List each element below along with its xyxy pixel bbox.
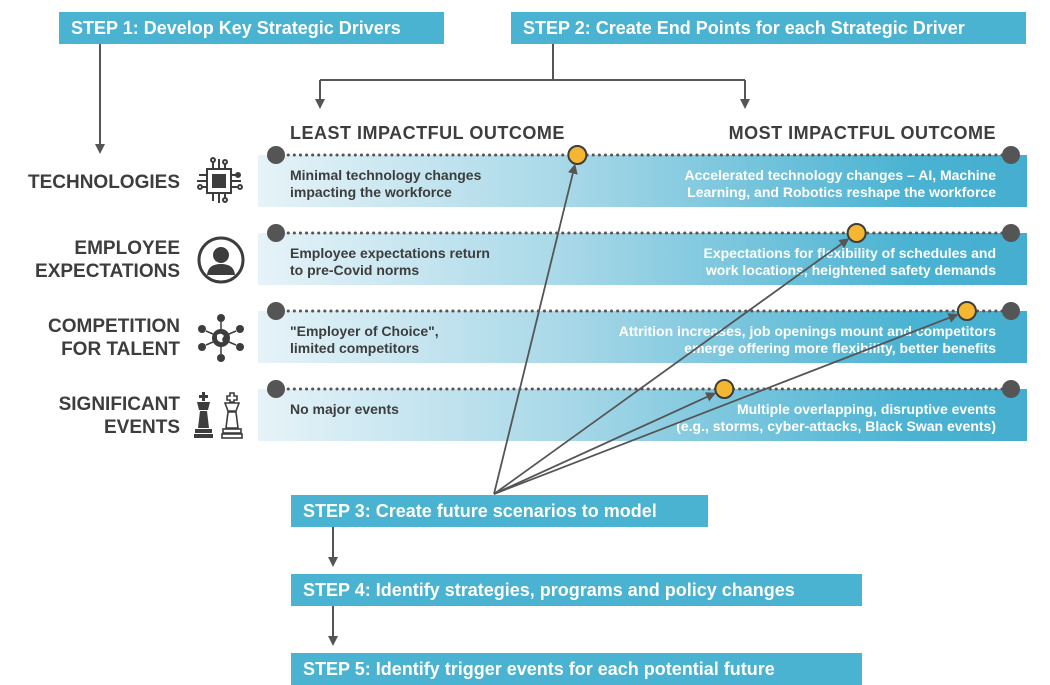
scenario-marker [714,379,735,399]
most-text-competition: Attrition increases, job openings mount … [618,323,996,356]
step-4-label: STEP 4: Identify strategies, programs an… [303,579,795,600]
globe-network-icon [198,314,244,362]
step-1-label: STEP 1: Develop Key Strategic Drivers [71,17,401,38]
most-text-employee-expectations: Expectations for flexibility of schedule… [703,245,996,278]
scale-start-dot [267,146,285,164]
driver-label-employee-expectations: EMPLOYEE EXPECTATIONS [35,238,180,282]
scale-start-dot [267,380,285,398]
driver-band-employee-expectations [258,233,1027,285]
person-icon [197,236,245,284]
driver-band-events [258,389,1027,441]
step-2-label: STEP 2: Create End Points for each Strat… [523,17,965,38]
least-text-events: No major events [290,401,399,417]
scenario-marker [567,145,588,165]
least-text-competition: "Employer of Choice",limited competitors [290,323,439,356]
step-1-box: STEP 1: Develop Key Strategic Drivers [59,12,444,44]
chip-icon [197,157,243,203]
step-3-label: STEP 3: Create future scenarios to model [303,500,657,521]
most-text-events: Multiple overlapping, disruptive events(… [676,401,996,434]
scale-start-dot [267,224,285,242]
step-2-box: STEP 2: Create End Points for each Strat… [511,12,1026,44]
step-5-label: STEP 5: Identify trigger events for each… [303,658,775,679]
scenario-arrow [493,163,578,495]
step2-bracket [320,44,745,81]
most-impactful-header: MOST IMPACTFUL OUTCOME [728,123,996,143]
step-3-box: STEP 3: Create future scenarios to model [291,495,708,527]
driver-band-technologies [258,155,1027,207]
scale-end-dot [1002,380,1020,398]
scenario-arrow [493,392,717,495]
scenario-arrow [493,238,850,495]
driver-label-competition: COMPETITION FOR TALENT [48,316,180,360]
scenario-arrow [493,313,959,495]
chess-pieces-icon [194,392,243,439]
scale-end-dot [1002,302,1020,320]
scenario-marker [846,223,867,243]
least-impactful-header: LEAST IMPACTFUL OUTCOME [290,123,565,143]
scale-start-dot [267,302,285,320]
driver-label-events: SIGNIFICANT EVENTS [58,394,180,438]
driver-label-technologies: TECHNOLOGIES [27,172,180,193]
step-4-box: STEP 4: Identify strategies, programs an… [291,574,862,606]
scenario-marker [956,301,977,321]
most-text-technologies: Accelerated technology changes – AI, Mac… [684,167,996,200]
scale-end-dot [1002,224,1020,242]
scale-end-dot [1002,146,1020,164]
